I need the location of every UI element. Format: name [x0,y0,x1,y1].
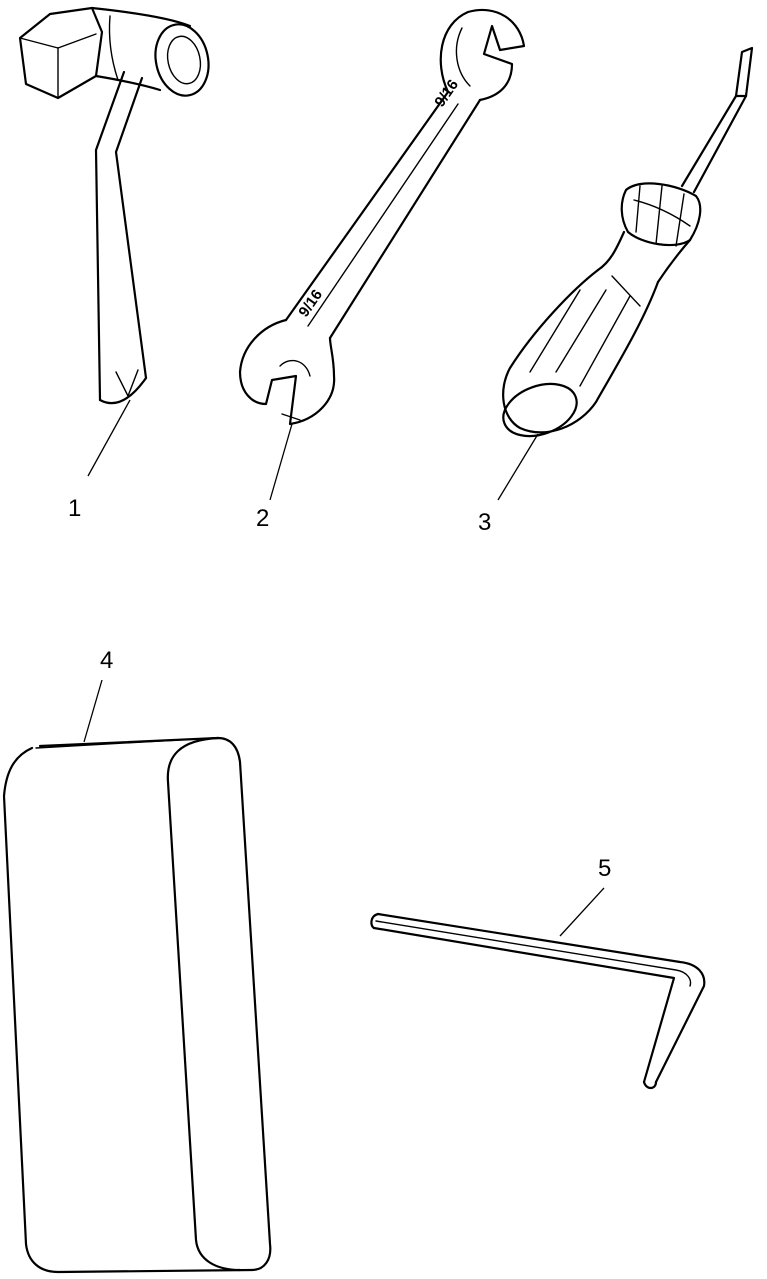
open-end-wrench-icon [238,8,526,426]
callout-1: 1 [68,495,81,522]
screwdriver-icon [502,46,754,438]
hex-key-icon [370,912,706,1090]
callout-3: 3 [478,509,491,536]
leader-line-4 [83,679,103,743]
leader-line-1 [87,399,131,477]
leader-line-5 [559,887,605,937]
callout-5: 5 [598,855,611,882]
tool-pouch-icon [2,736,272,1274]
spark-plug-socket-wrench-icon [18,6,210,405]
wrench-size-stamp: 9/16 [295,287,326,321]
callout-4: 4 [100,647,113,674]
leader-line-2 [269,423,293,501]
leader-line-3 [497,433,539,501]
callout-2: 2 [256,505,269,532]
